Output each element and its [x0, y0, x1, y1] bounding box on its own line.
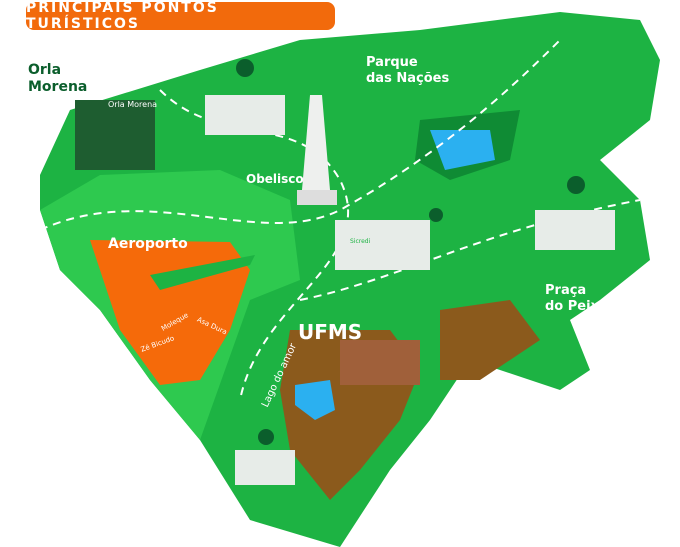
ufms-building	[340, 340, 420, 385]
obelisco-monument	[302, 95, 330, 190]
lago-do-amor	[295, 380, 335, 420]
label-parque-das-nacoes: Parque das Nações	[366, 55, 450, 86]
orla-morena-arch	[75, 100, 155, 170]
sicredi-building	[535, 210, 615, 250]
airplane	[150, 255, 255, 290]
praca-path	[440, 300, 540, 380]
page-title: PRINCIPAIS PONTOS TURÍSTICOS	[26, 0, 335, 32]
brand-sign: Sicredi	[350, 238, 371, 245]
sicredi-building	[335, 220, 430, 270]
airport-area	[90, 240, 250, 385]
sicredi-pin-icon	[567, 176, 585, 194]
label-obelisco: Obelisco	[246, 172, 304, 186]
sicredi-building	[205, 95, 285, 135]
sicredi-building	[235, 450, 295, 485]
label-praca-do-peixe: Praça do Peixe	[545, 283, 608, 314]
sicredi-pin-icon	[429, 208, 443, 222]
sicredi-pin-icon	[258, 429, 274, 445]
label-ufms: UFMS	[298, 320, 363, 344]
label-orla-morena: Orla Morena	[28, 62, 88, 95]
label-aeroporto: Aeroporto	[108, 236, 188, 252]
parque-lake	[430, 130, 495, 170]
orla-sign: Orla Morena	[108, 100, 158, 109]
sicredi-pin-icon	[236, 59, 254, 77]
